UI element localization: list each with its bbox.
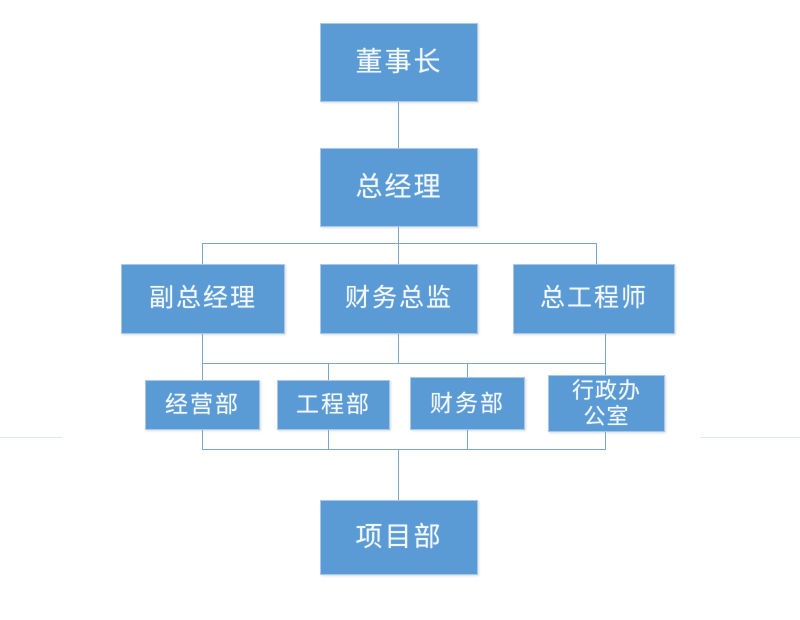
node-admin-office[interactable]: 行政办 公室: [548, 375, 665, 432]
connector-bus-level5: [202, 449, 606, 450]
connector-chairman-to-general-manager: [398, 102, 399, 148]
node-engineering-dept[interactable]: 工程部: [277, 380, 390, 430]
artifact-line-right: [700, 437, 800, 438]
node-admin-office-line2: 公室: [583, 403, 630, 429]
node-general-manager[interactable]: 总经理: [320, 148, 478, 227]
connector-bus-level5-to-project-dept: [398, 449, 399, 500]
connector-finance-dept-drop: [467, 430, 468, 449]
connector-bus-level3-left-stub: [202, 243, 203, 264]
connector-general-manager-drop: [398, 227, 399, 264]
connector-engineering-dept-drop: [328, 430, 329, 449]
connector-bus-level4: [202, 363, 606, 364]
connector-admin-office-drop: [605, 432, 606, 449]
artifact-line-left: [0, 437, 62, 438]
node-chief-engineer[interactable]: 总工程师: [513, 264, 675, 334]
connector-finance-director-drop: [398, 334, 399, 363]
connector-bus-level4-stub-finance: [467, 363, 468, 377]
node-operations-dept[interactable]: 经营部: [145, 380, 260, 430]
connector-deputy-gm-drop: [202, 334, 203, 363]
connector-bus-level4-stub-admin: [605, 363, 606, 375]
node-project-dept[interactable]: 项目部: [320, 500, 478, 575]
node-finance-dept[interactable]: 财务部: [410, 377, 525, 430]
node-deputy-general-manager[interactable]: 副总经理: [121, 264, 285, 334]
node-chairman[interactable]: 董事长: [320, 23, 478, 102]
node-admin-office-line1: 行政办: [571, 377, 641, 403]
node-finance-director[interactable]: 财务总监: [320, 264, 478, 334]
connector-bus-level4-stub-operations: [202, 363, 203, 380]
connector-bus-level3-right-stub: [596, 243, 597, 264]
connector-bus-level3: [202, 243, 596, 244]
connector-bus-level4-stub-engineering: [328, 363, 329, 380]
connector-chief-engineer-drop: [605, 334, 606, 363]
connector-operations-dept-drop: [202, 430, 203, 449]
